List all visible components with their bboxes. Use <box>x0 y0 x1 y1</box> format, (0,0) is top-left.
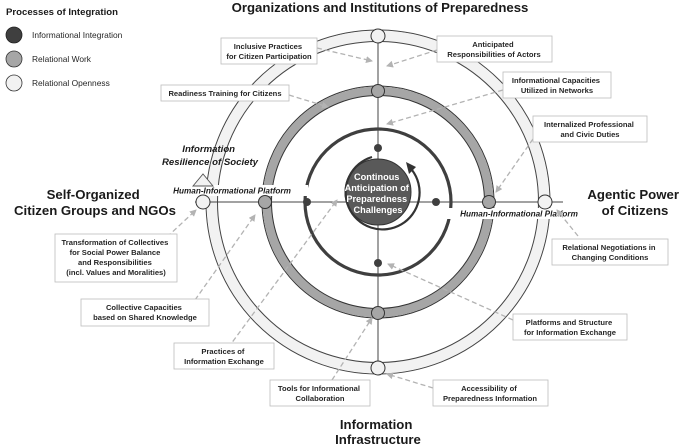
node-middle-top <box>371 84 385 98</box>
svg-text:Inclusive Practices for: Inclusive Practices for Citizen Particip… <box>226 42 312 61</box>
box-practices-exchange: Practices of Information Exchange <box>173 342 275 370</box>
dimension-left-title: Self-Organized Citizen Groups and NGOs <box>14 187 176 218</box>
box-internalized-duties: Internalized Professional and Civic Duti… <box>532 115 648 143</box>
box-informational-capacities: Informational Capacities Utilized in Net… <box>502 71 612 99</box>
box-collective-capacities: Collective Capacities based on Shared Kn… <box>80 298 210 327</box>
box-accessibility-info: Accessibility of Preparedness Informatio… <box>432 379 549 407</box>
node-outer-bottom <box>370 360 386 376</box>
dimension-bottom-title: Information Infrastructure <box>335 417 421 447</box>
resilience-label: Information Resilience of Society <box>162 144 259 168</box>
cycle-arrowhead-icon <box>406 162 416 174</box>
svg-text:Informational Capacities: Informational Capacities Utilized in Net… <box>512 76 602 95</box>
legend: Processes of Integration Informational I… <box>5 7 123 92</box>
box-transformation-collectives: Transformation of Collectives for Social… <box>54 233 178 283</box>
svg-text:Collective Capacities ba: Collective Capacities based on Shared Kn… <box>93 303 197 322</box>
inner-ring-nodes <box>303 144 440 267</box>
box-platforms-structure: Platforms and Structure for Information … <box>512 313 628 341</box>
legend-label-relational-openness: Relational Openness <box>32 78 110 88</box>
dimension-right-title: Agentic Power of Citizens <box>587 187 682 218</box>
svg-text:Internalized Professional: Internalized Professional and Civic Duti… <box>544 120 636 139</box>
node-inner-top <box>374 144 382 152</box>
legend-label-informational: Informational Integration <box>32 30 123 40</box>
node-outer-right <box>537 194 553 210</box>
node-middle-right <box>482 195 496 209</box>
node-inner-bottom <box>374 259 382 267</box>
legend-swatch-relational-work <box>5 50 23 68</box>
svg-text:Tools for Informational: Tools for Informational Collaboration <box>278 384 362 403</box>
left-platform-label: Human-Informational Platform <box>173 187 291 196</box>
legend-swatch-relational-openness <box>5 74 23 92</box>
right-platform-label: Human-Informational Platform <box>460 210 578 219</box>
svg-text:Anticipated Responsibili: Anticipated Responsibilities of Actors <box>447 40 540 59</box>
svg-text:Platforms and Structure: Platforms and Structure for Information … <box>524 318 616 337</box>
legend-swatch-informational <box>5 26 23 44</box>
svg-text:Relational Negotiations in: Relational Negotiations in Changing Cond… <box>562 243 657 262</box>
svg-text:Accessibility of Prepare: Accessibility of Preparedness Informatio… <box>443 384 537 403</box>
node-inner-right <box>432 198 440 206</box>
node-inner-left <box>303 198 311 206</box>
leader-lines <box>166 47 579 389</box>
middle-ring-nodes <box>258 84 496 320</box>
box-anticipated-responsibilities: Anticipated Responsibilities of Actors <box>436 35 553 63</box>
outer-ring-nodes <box>195 28 553 376</box>
svg-text:Practices of Information: Practices of Information Exchange <box>184 347 264 366</box>
center-label: Continous Anticipation of Preparedness C… <box>345 172 412 215</box>
box-inclusive-practices: Inclusive Practices for Citizen Particip… <box>220 37 318 65</box>
box-relational-negotiations: Relational Negotiations in Changing Cond… <box>551 238 669 266</box>
node-outer-left <box>195 194 211 210</box>
cycle-arrow-icon <box>344 155 421 231</box>
legend-title: Processes of Integration <box>6 7 118 18</box>
left-platform-label-bg <box>156 185 308 196</box>
resilience-arrow-icon <box>192 173 214 187</box>
node-middle-left <box>258 195 272 209</box>
right-platform-label-bg <box>443 208 595 219</box>
box-readiness-training: Readiness Training for Citizens <box>160 84 290 102</box>
box-tools-collaboration: Tools for Informational Collaboration <box>269 379 371 407</box>
node-middle-bottom <box>371 306 385 320</box>
svg-text:Transformation of Collectives: Transformation of Collectives for Social… <box>62 238 171 277</box>
dimension-top-title: Organizations and Institutions of Prepar… <box>232 0 529 15</box>
svg-text:Readiness Training for Citizen: Readiness Training for Citizens <box>168 89 281 98</box>
legend-label-relational-work: Relational Work <box>32 54 92 64</box>
node-outer-top <box>370 28 386 44</box>
